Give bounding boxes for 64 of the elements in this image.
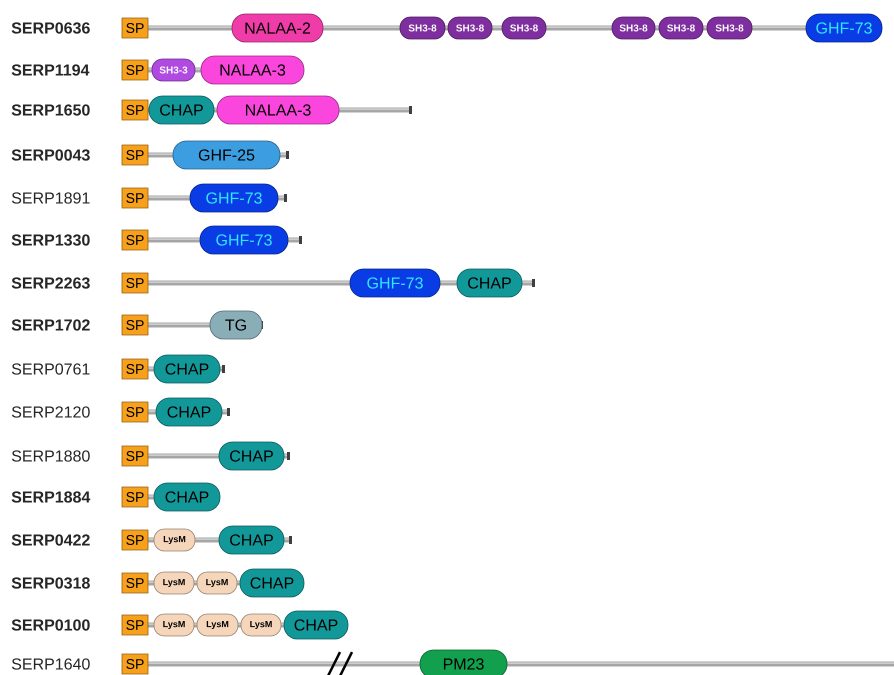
domain-pill: TG	[210, 310, 262, 340]
protein-label: SERP2263	[12, 277, 90, 289]
protein-label: SERP1884	[12, 491, 90, 503]
domain-pill: GHF-73	[806, 14, 882, 42]
protein-label: SERP1640	[12, 658, 90, 670]
domain-pill: LysM	[154, 614, 194, 636]
protein-label: SERP0318	[12, 577, 90, 589]
protein-label: SERP0422	[12, 534, 90, 546]
signal-peptide-box: SP	[122, 402, 148, 422]
protein-label: SERP1650	[12, 104, 90, 116]
signal-peptide-box: SP	[122, 486, 148, 508]
signal-peptide-box: SP	[122, 654, 148, 674]
signal-peptide-box: SP	[122, 614, 148, 636]
protein-label: SERP0043	[12, 149, 90, 161]
domain-pill: SH3-8	[448, 16, 492, 40]
protein-label: SERP1880	[12, 450, 90, 462]
domain-pill: PM23	[420, 650, 508, 675]
domain-pill: CHAP	[456, 268, 522, 298]
domain-pill: GHF-73	[190, 184, 278, 212]
protein-label: SERP1891	[12, 192, 90, 204]
protein-label: SERP0761	[12, 363, 90, 375]
domain-pill: GHF-25	[172, 140, 280, 170]
domain-pill: CHAP	[218, 526, 284, 554]
protein-label: SERP0636	[12, 22, 90, 34]
domain-pill: CHAP	[154, 354, 220, 384]
domain-pill: GHF-73	[200, 226, 288, 254]
domain-pill: SH3-8	[502, 16, 546, 40]
domain-pill: SH3-8	[612, 16, 656, 40]
signal-peptide-box: SP	[122, 572, 148, 594]
protein-label: SERP2120	[12, 406, 90, 418]
domain-pill: NALAA-3	[216, 96, 340, 124]
domain-pill: CHAP	[154, 482, 220, 512]
domain-pill: NALAA-3	[200, 56, 304, 84]
domain-pill: SH3-3	[152, 58, 196, 82]
protein-label: SERP1194	[12, 64, 90, 76]
domain-pill: LysM	[240, 614, 282, 636]
domain-pill: GHF-73	[350, 268, 440, 298]
protein-label: SERP1330	[12, 234, 90, 246]
signal-peptide-box: SP	[122, 272, 148, 294]
signal-peptide-box: SP	[122, 230, 148, 250]
domain-pill: CHAP	[148, 96, 214, 124]
domain-pill: SH3-8	[706, 16, 752, 40]
domain-pill: CHAP	[156, 398, 222, 426]
signal-peptide-box: SP	[122, 60, 148, 80]
protein-label: SERP0100	[12, 619, 90, 631]
domain-pill: LysM	[196, 614, 238, 636]
signal-peptide-box: SP	[122, 144, 148, 166]
domain-pill: SH3-8	[658, 16, 704, 40]
protein-label: SERP1702	[12, 319, 90, 331]
signal-peptide-box: SP	[122, 314, 148, 336]
domain-pill: SH3-8	[400, 16, 446, 40]
signal-peptide-box: SP	[122, 530, 148, 550]
signal-peptide-box: SP	[122, 100, 148, 120]
domain-pill: LysM	[154, 572, 194, 594]
domain-pill: CHAP	[218, 442, 284, 470]
domain-pill: LysM	[196, 572, 238, 594]
domain-pill: NALAA-2	[232, 14, 324, 42]
domain-pill: LysM	[154, 528, 196, 552]
domain-pill: CHAP	[240, 568, 304, 598]
signal-peptide-box: SP	[122, 188, 148, 208]
signal-peptide-box: SP	[122, 446, 148, 466]
domain-pill: CHAP	[284, 610, 348, 640]
signal-peptide-box: SP	[122, 358, 148, 380]
signal-peptide-box: SP	[122, 18, 148, 38]
